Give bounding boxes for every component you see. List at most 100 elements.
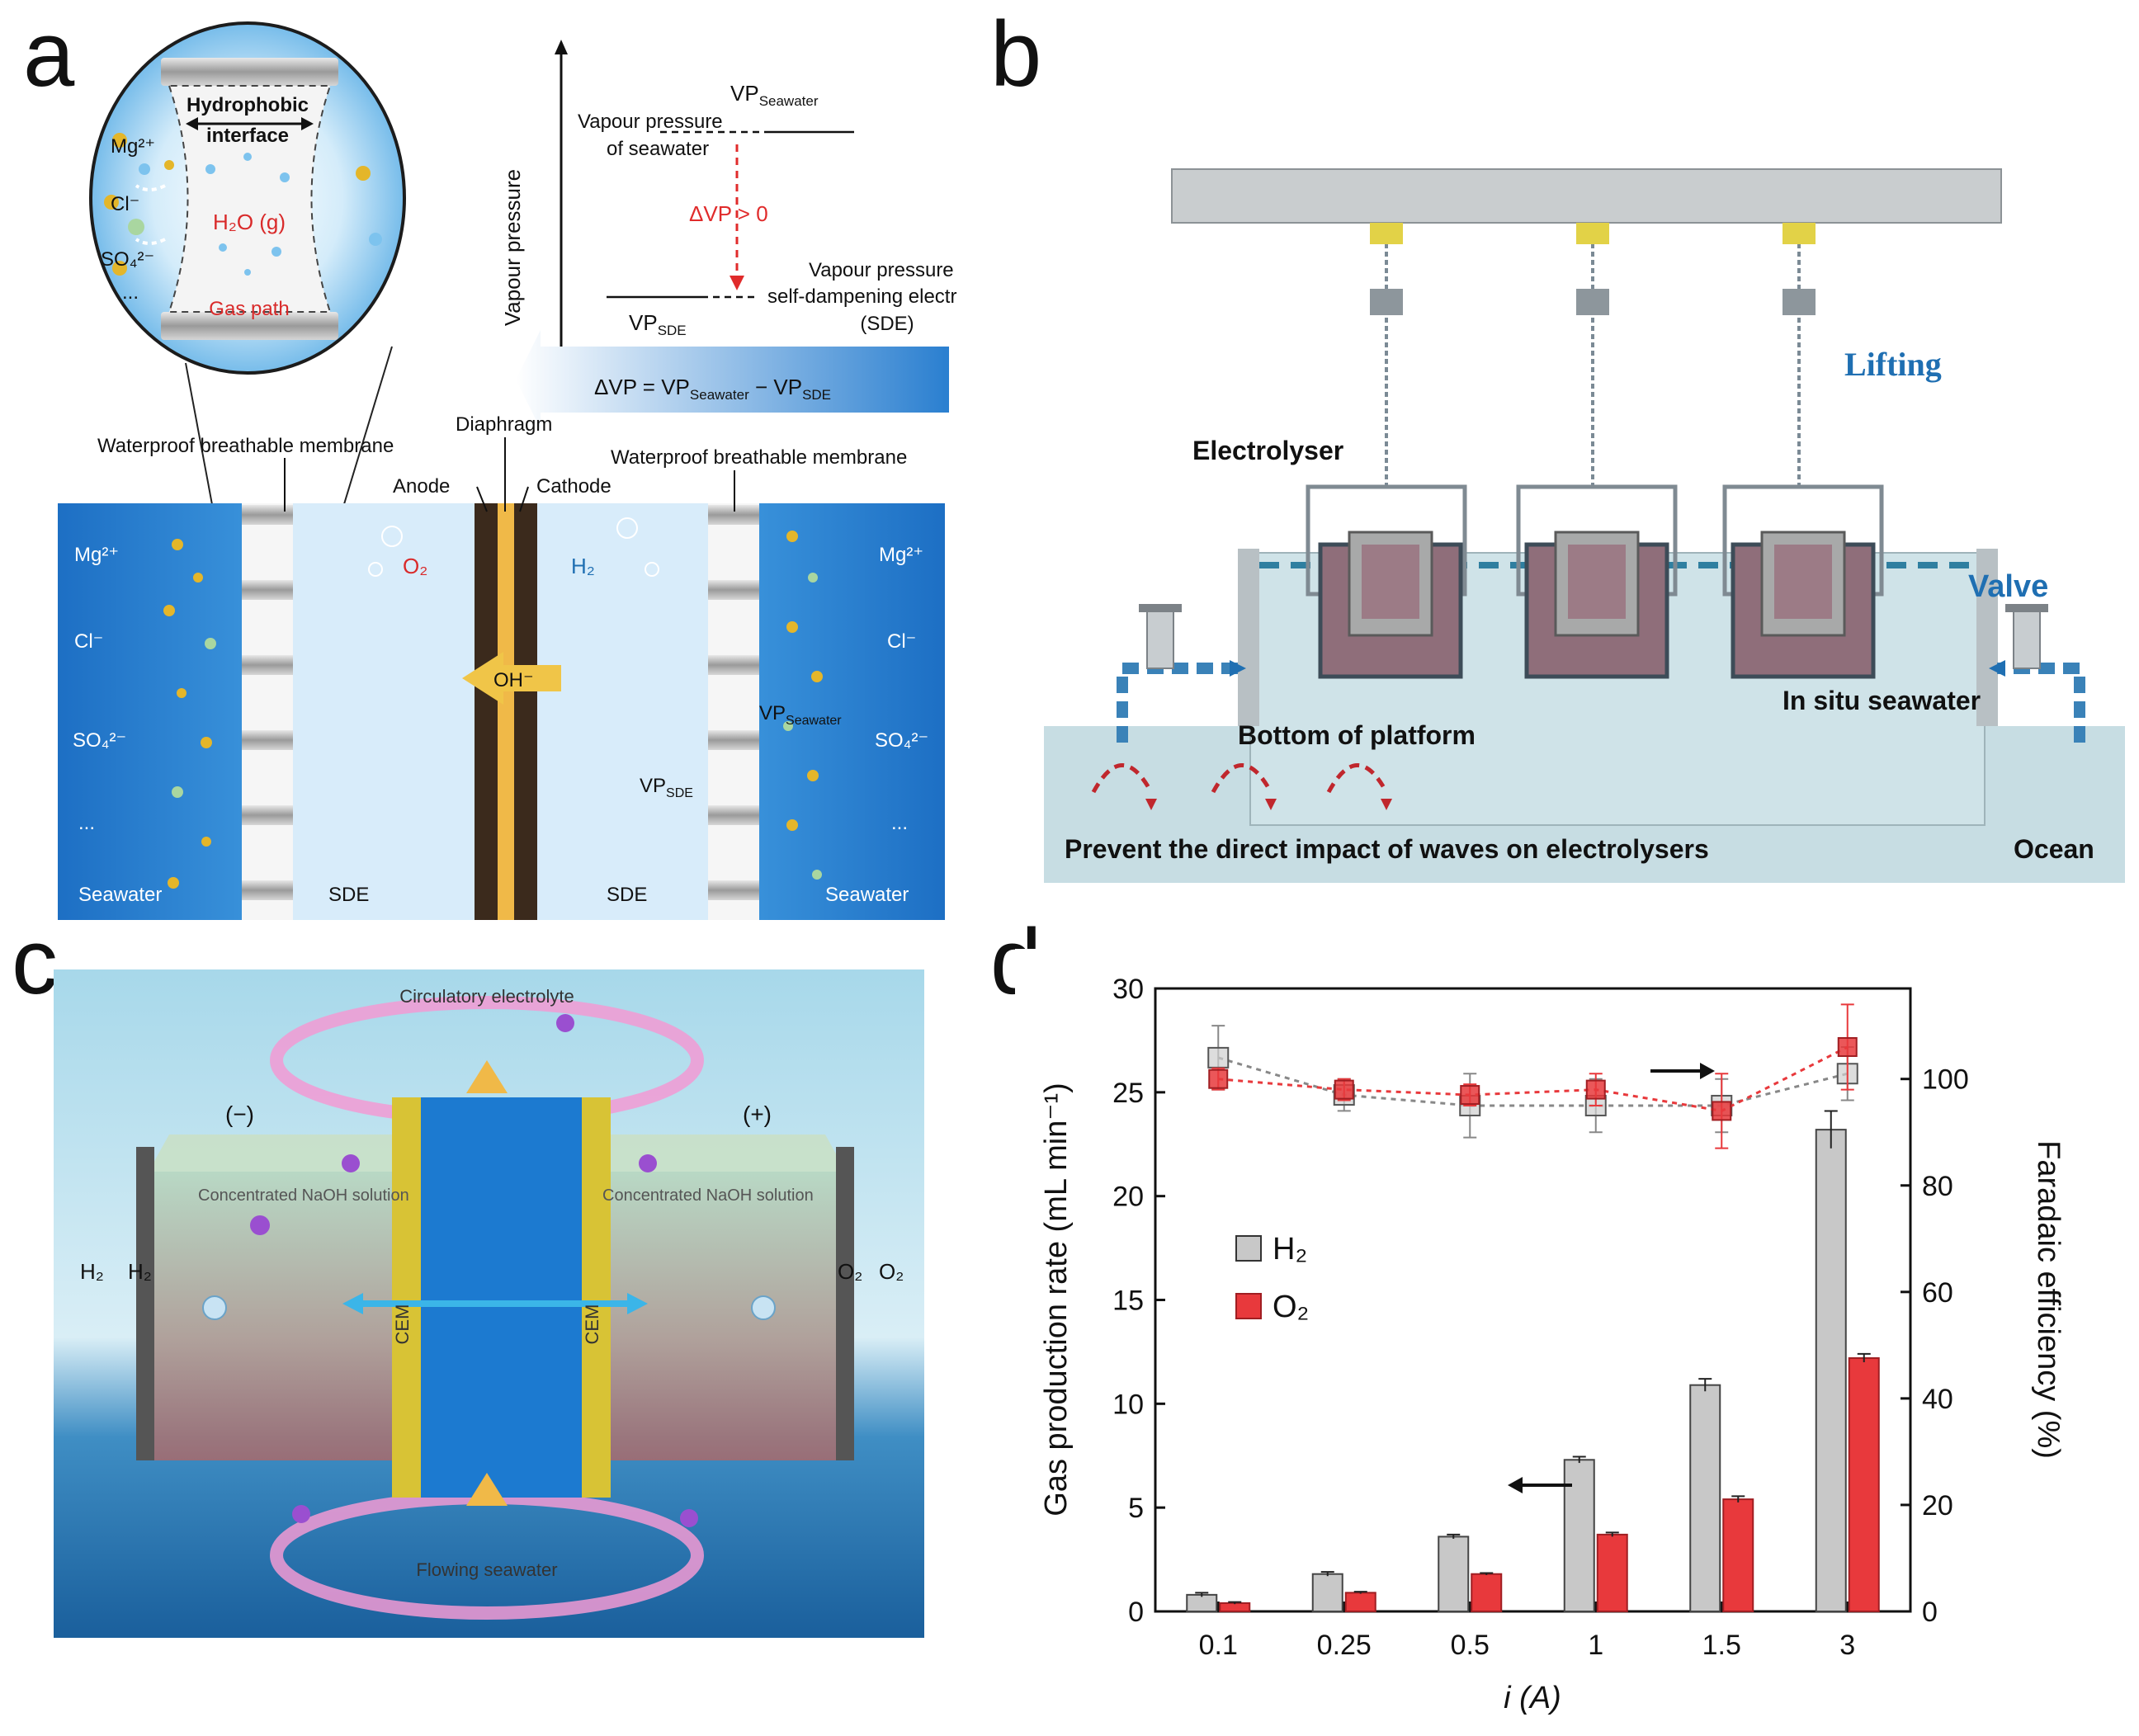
o2-bubble-label-2: O₂: [879, 1259, 904, 1284]
y2-tick-label: 80: [1922, 1171, 1953, 1202]
conc-right-label: Concentrated NaOH solution: [602, 1186, 814, 1205]
bar-h2: [1438, 1536, 1470, 1613]
cathode: [514, 503, 537, 920]
minus-terminal: (−): [225, 1102, 254, 1127]
vp-sde-desc2: self-dampening electrolyte: [767, 285, 957, 308]
fe-point-o2: [1460, 1085, 1480, 1106]
gantry-beam: [1171, 168, 2002, 224]
inset-gas-path: Gas path: [209, 298, 289, 320]
cell-ion-mg-left: Mg²⁺: [74, 544, 119, 566]
panel-b: Lifting Electrolyser Valve In situ seawa…: [1015, 132, 2129, 891]
fe-line-h2: [1217, 1056, 1849, 1107]
electrolyser-box: [136, 1060, 854, 1506]
membrane-left: [242, 503, 293, 920]
in-situ-label: In situ seawater: [1782, 686, 1981, 715]
cem-right-label: CEM: [582, 1304, 602, 1345]
membrane-inset: [89, 21, 406, 375]
bar-o2: [1219, 1602, 1251, 1613]
delta-vp-label: ΔVP > 0: [689, 201, 768, 226]
cell-ion-dots-left: ...: [78, 812, 95, 834]
legend-swatch-o2: [1235, 1293, 1262, 1319]
vp-seawater-label: VPSeawater: [730, 81, 819, 109]
panel-a: Hydrophobic interface H₂O (g) Gas path M…: [0, 0, 999, 924]
bar-o2: [1848, 1356, 1880, 1612]
fe-point-o2: [1334, 1079, 1354, 1100]
inset-ion-so4: SO₄²⁻: [101, 248, 154, 271]
bottom-platform-label: Bottom of platform: [1238, 720, 1476, 750]
bar-h2: [1689, 1384, 1721, 1613]
vp-plot: [516, 40, 949, 429]
y-tick-label: 25: [1112, 1078, 1144, 1109]
bottom-seawater-left: Seawater: [78, 884, 162, 906]
x-tick-label: 0.5: [1451, 1630, 1490, 1661]
bottom-sde-left: SDE: [328, 884, 369, 906]
x-tick-label: 0.1: [1199, 1630, 1238, 1661]
electrolysis-cell: [58, 503, 945, 920]
fe-point-o2: [1837, 1036, 1858, 1057]
y2-tick-label: 0: [1922, 1597, 1938, 1628]
panel-letter-c: c: [12, 910, 58, 1013]
bar-h2: [1186, 1593, 1218, 1612]
annotation-arrows: [1508, 1063, 1715, 1493]
x-tick-label: 3: [1839, 1630, 1855, 1661]
valve-label: Valve: [1968, 569, 2048, 604]
legend-label-o2: O₂: [1273, 1290, 1309, 1324]
y2-axis-label: Faradaic efficiency (%): [2031, 1140, 2066, 1459]
panel-letter-a: a: [23, 2, 75, 106]
vp-sde-desc1: Vapour pressure of: [809, 259, 957, 281]
vp-sde-desc3: (SDE): [860, 313, 914, 335]
sde-right: [532, 503, 739, 920]
bottom-sde-right: SDE: [607, 884, 647, 906]
electrolyser-units: [1306, 223, 1884, 679]
valve-left: [1117, 604, 1246, 743]
membrane-left-label: Waterproof breathable membrane: [97, 435, 394, 457]
cem-left-label: CEM: [392, 1304, 413, 1345]
circulatory-label: Circulatory electrolyte: [399, 986, 574, 1007]
seawater-left: [58, 503, 264, 920]
cell-ion-dots-right: ...: [891, 812, 908, 834]
diaphragm-label: Diaphragm: [456, 413, 552, 436]
inset-gas-label: H₂O (g): [213, 210, 286, 234]
anode: [475, 503, 498, 920]
membrane-right: [708, 503, 759, 920]
vp-seawater-desc2: of seawater: [607, 138, 709, 160]
y-tick-label: 30: [1112, 974, 1144, 1005]
y2-tick-label: 40: [1922, 1384, 1953, 1415]
y-tick-label: 15: [1112, 1285, 1144, 1317]
fe-point-o2: [1585, 1079, 1606, 1100]
prevent-label: Prevent the direct impact of waves on el…: [1065, 834, 1709, 864]
inset-ion-cl: Cl⁻: [111, 193, 139, 215]
y2-tick-label: 60: [1922, 1277, 1953, 1309]
x-tick-label: 1.5: [1702, 1630, 1741, 1661]
oh-arrow: [462, 652, 561, 705]
vp-sde-label: VPSDE: [629, 310, 687, 338]
y-tick-label: 10: [1112, 1389, 1144, 1420]
x-axis-label: i (A): [1504, 1681, 1561, 1715]
cell-ion-cl-left: Cl⁻: [74, 630, 103, 653]
legend-swatch-h2: [1235, 1235, 1262, 1262]
delta-vp-banner: [516, 330, 949, 429]
panel-letter-b: b: [990, 2, 1042, 106]
bar-o2: [1722, 1498, 1754, 1612]
seawater-channel: [421, 1097, 582, 1498]
x-tick-label: 0.25: [1317, 1630, 1372, 1661]
electrolyser-unit: [1516, 223, 1678, 679]
bar-o2: [1596, 1533, 1628, 1613]
cem-right: [582, 1097, 611, 1498]
y2-tick-label: 20: [1922, 1490, 1953, 1521]
fe-point-o2: [1712, 1101, 1732, 1121]
flowing-label: Flowing seawater: [416, 1559, 557, 1580]
cell-vp-sde: VPSDE: [640, 775, 693, 800]
inset-title-line2: interface: [206, 125, 289, 147]
bar-o2: [1471, 1573, 1503, 1613]
bar-h2: [1815, 1129, 1847, 1612]
conc-left-label: Concentrated NaOH solution: [198, 1186, 409, 1205]
legend: H₂ O₂: [1235, 1232, 1309, 1324]
bottom-seawater-right: Seawater: [825, 884, 909, 906]
plus-terminal: (+): [743, 1102, 772, 1127]
lifting-label: Lifting: [1844, 346, 1942, 383]
y-tick-label: 20: [1112, 1182, 1144, 1213]
